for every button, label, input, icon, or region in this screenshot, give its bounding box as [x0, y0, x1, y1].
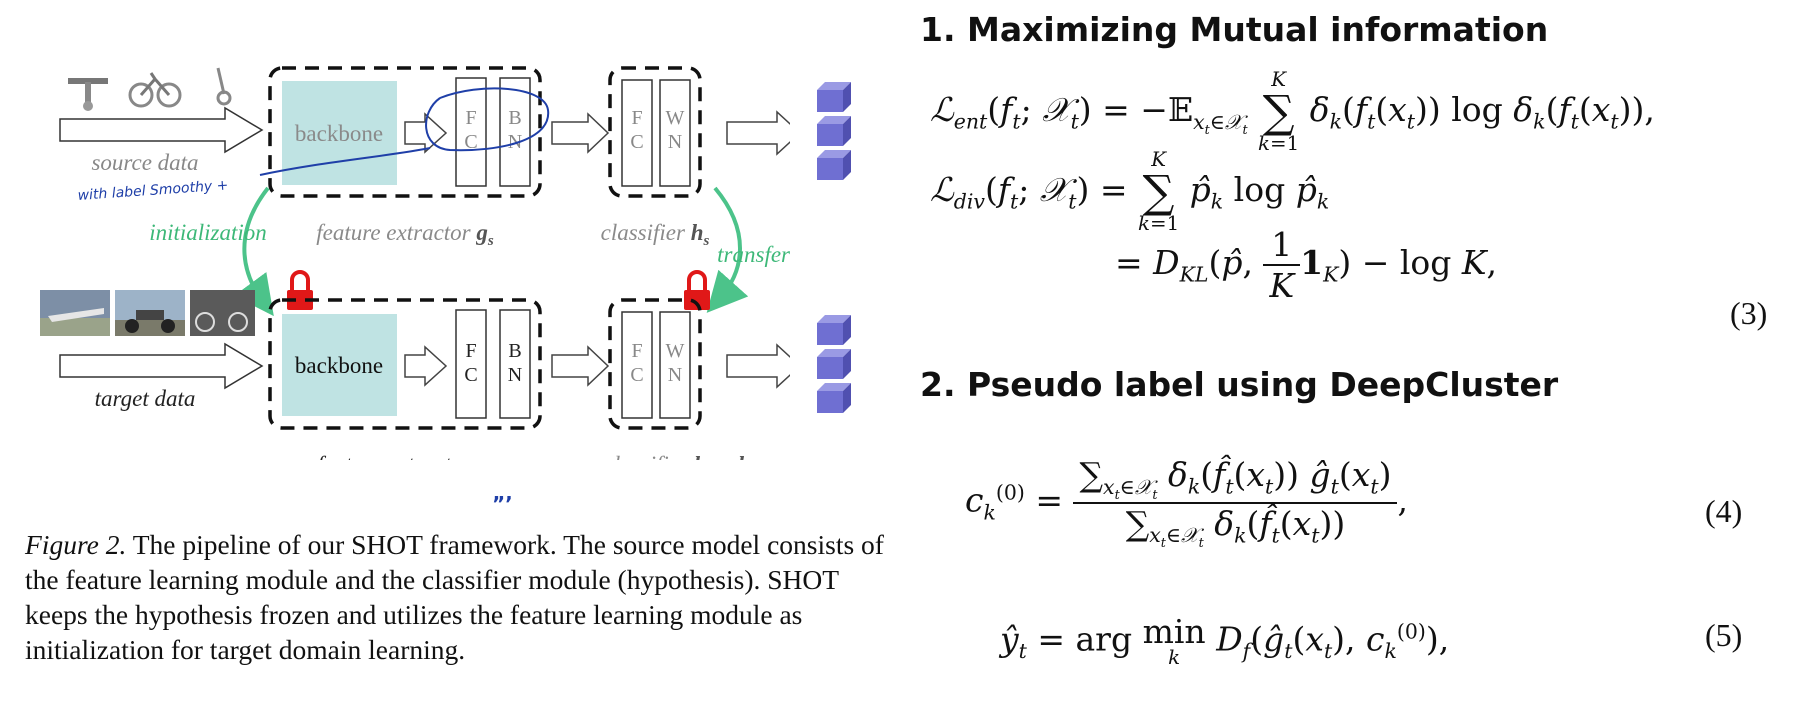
cube-icon [817, 349, 851, 379]
figure-caption: Figure 2. The pipeline of our SHOT frame… [25, 527, 895, 667]
source-arrow [59, 106, 264, 154]
equation-number-3: (3) [1730, 295, 1768, 331]
target-backbone [282, 314, 397, 416]
arrow [551, 345, 610, 387]
bn-letter: B [508, 107, 521, 129]
bn-letter: B [508, 340, 521, 362]
fc-letter: F [465, 340, 476, 362]
caption-text: The pipeline of our SHOT framework. The … [25, 529, 884, 665]
arrow [404, 112, 448, 154]
source-wn-layer [659, 79, 691, 187]
motorcycle-photo [115, 290, 185, 336]
arrow [404, 345, 448, 387]
wn-letter: N [668, 131, 682, 153]
initialization-label: initialization [149, 220, 267, 245]
classifier-ht-label: classifier ht = hs [604, 452, 757, 460]
output-cubes [817, 82, 851, 413]
equation-number-4: (4) [1705, 493, 1743, 529]
drone-icon [68, 78, 108, 111]
cube-icon [817, 315, 851, 345]
classifier-hs-label: classifier hs [601, 220, 710, 249]
equation-entropy: ℒent(ft; 𝒳t) = −𝔼xt∈𝒳t K∑k=1 δk(ft(xt)) … [930, 68, 1655, 156]
lock-icon [684, 270, 710, 310]
target-images [40, 290, 255, 336]
wn-letter: W [666, 107, 685, 129]
fc-letter: F [465, 107, 476, 129]
source-backbone-label: backbone [295, 121, 383, 146]
cube-icon [817, 116, 851, 146]
handwritten-circle [259, 87, 550, 176]
source-feature-extractor-box [268, 66, 542, 198]
target-data-label: target data [95, 386, 196, 411]
target-classifier-box [608, 298, 702, 430]
handwritten-note: with label Smoothy + [77, 177, 229, 203]
transfer-label: transfer [717, 242, 790, 267]
fc-letter: F [631, 340, 642, 362]
target-fc-layer [621, 311, 653, 419]
bicycle-icon [128, 72, 182, 108]
output-arrow [726, 110, 790, 156]
transfer-arrow [706, 186, 749, 313]
target-arrow [59, 342, 264, 390]
cube-icon [817, 150, 851, 180]
equation-diversity: ℒdiv(ft; 𝒳t) = K∑k=1 p̂k log p̂k [930, 148, 1330, 236]
arrow [551, 112, 610, 154]
target-bn-layer [499, 309, 531, 419]
scooter-icon [216, 67, 232, 106]
fc-letter: F [631, 107, 642, 129]
stray-mark: ”’ [492, 492, 513, 516]
bike-photo [190, 290, 255, 336]
shot-pipeline-diagram: source data with label Smoothy + backbon… [40, 66, 790, 460]
fc-letter: C [464, 364, 477, 386]
fc-letter: C [630, 131, 643, 153]
source-classifier-box [608, 66, 702, 198]
cube-icon [817, 383, 851, 413]
feature-extractor-gs-label: feature extractor gs [316, 220, 494, 249]
target-wn-layer [659, 311, 691, 419]
source-data-label: source data [91, 150, 198, 175]
section2-heading: 2. Pseudo label using DeepCluster [920, 365, 1559, 404]
equation-centroid: ck(0) = ∑xt∈𝒳t δk(f̂t(xt)) ĝt(xt) ∑xt∈𝒳t… [965, 455, 1408, 551]
bn-letter: N [508, 131, 522, 153]
fc-letter: C [630, 364, 643, 386]
equation-number-5: (5) [1705, 617, 1743, 653]
source-images [68, 67, 232, 111]
bn-letter: N [508, 364, 522, 386]
source-bn-layer [499, 77, 531, 187]
target-fc-layer [455, 309, 487, 419]
target-backbone-label: backbone [295, 353, 383, 378]
wn-letter: N [668, 364, 682, 386]
output-arrow [726, 343, 790, 389]
section1-heading: 1. Maximizing Mutual information [920, 10, 1549, 49]
figure-label: Figure 2. [25, 529, 127, 560]
target-feature-extractor-box [268, 298, 542, 430]
initialization-arrow [234, 186, 274, 317]
wn-letter: W [666, 340, 685, 362]
airplane-photo [40, 290, 110, 336]
source-fc-layer [621, 79, 653, 187]
lock-icon [287, 270, 313, 310]
feature-extractor-gt-label: feature extractor gt [317, 452, 494, 460]
fc-letter: C [464, 131, 477, 153]
cube-icon [817, 82, 851, 112]
source-fc-layer [455, 77, 487, 187]
